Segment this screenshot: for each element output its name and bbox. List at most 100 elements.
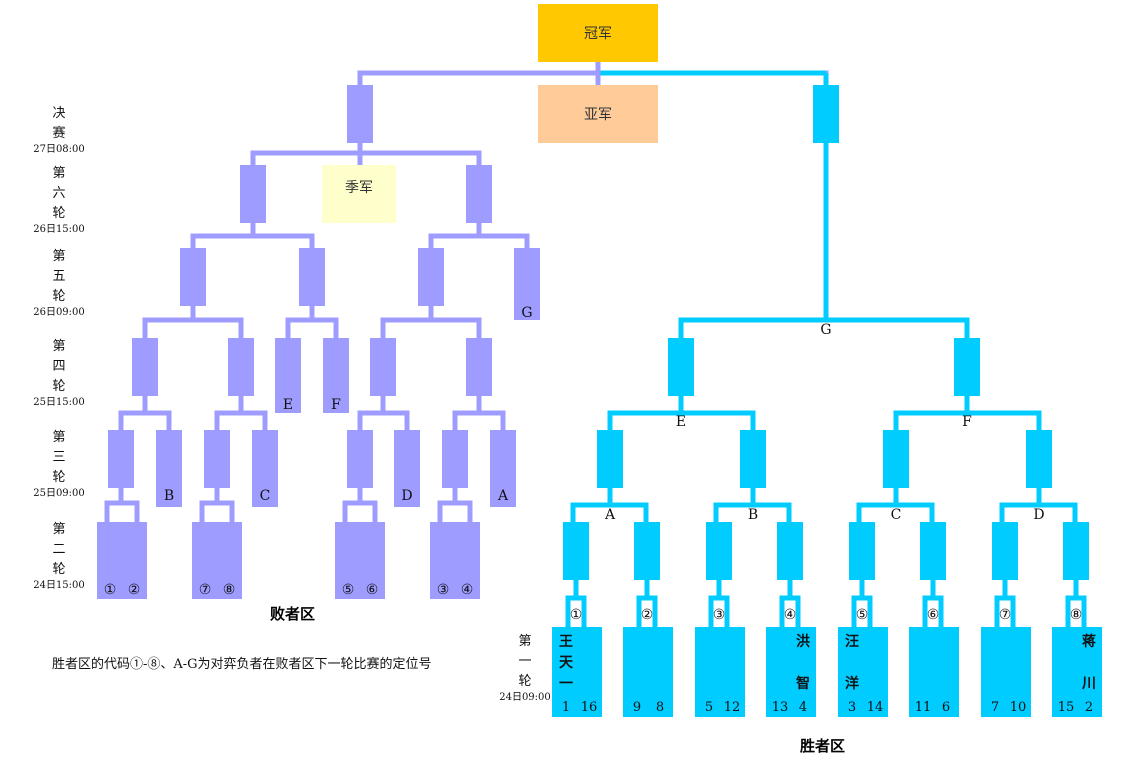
r2-connector-2 xyxy=(199,500,235,522)
loser-tag-E: E xyxy=(283,397,293,413)
loser-r2-seed-7: ③ xyxy=(437,582,450,598)
r2-connector-4 xyxy=(437,500,473,522)
winner-code-7: ⑦ xyxy=(999,607,1012,623)
round-time: 25日15:00 xyxy=(33,397,85,408)
loser-r2-match-4 xyxy=(430,522,480,599)
r2-connector-1 xyxy=(104,500,140,522)
round-time: 25日09:00 xyxy=(33,488,85,499)
champion-box: 冠军 xyxy=(538,4,658,62)
winner-player-name-1: 王 xyxy=(559,634,573,650)
winner-r4-connector xyxy=(678,317,970,350)
loser-r5-match-2 xyxy=(299,248,325,306)
winner-code-5: ⑤ xyxy=(856,607,869,623)
loser-r2-seed-3: ⑦ xyxy=(199,582,212,598)
loser-r3-match-4 xyxy=(442,430,468,488)
winner-r1-seed-a-6: 11 xyxy=(915,700,932,715)
loser-r4-match-2 xyxy=(228,338,254,396)
loser-r5-match-G xyxy=(514,248,540,320)
winner-r1-match-7 xyxy=(981,627,1031,717)
third-place-box: 季军 xyxy=(322,165,396,223)
loser-r3-match-C xyxy=(252,430,278,507)
round-time: 24日15:00 xyxy=(33,580,85,591)
winner-r1-seed-b-2: 8 xyxy=(656,700,664,715)
r5-connector-right xyxy=(428,233,530,265)
loser-r2-seed-2: ② xyxy=(128,582,141,598)
winner-r1-connector-5 xyxy=(851,595,873,627)
winner-r2-match-2 xyxy=(634,522,660,580)
winner-player-name-1: 一 xyxy=(559,676,573,692)
winner-code-6: ⑥ xyxy=(927,607,940,623)
loser-r6-match-1 xyxy=(240,165,266,223)
loser-tag-G: G xyxy=(521,305,532,321)
loser-tag-C: C xyxy=(260,488,271,504)
winner-r1-match-5 xyxy=(838,627,888,717)
loser-r3-match-B xyxy=(156,430,182,507)
round-char: 第 xyxy=(52,522,66,537)
winner-q-connector-2 xyxy=(893,410,1042,440)
winner-r1-seed-a-5: 3 xyxy=(848,700,856,715)
winner-r1-connector-4 xyxy=(779,595,801,627)
loser-r2-match-3 xyxy=(335,522,385,599)
winner-r1-connector-8 xyxy=(1065,595,1087,627)
loser-r4-match-3 xyxy=(370,338,396,396)
winner-tag-G: G xyxy=(820,322,831,338)
round-char: 四 xyxy=(52,359,66,374)
round-time: 26日15:00 xyxy=(33,224,85,235)
round-char: 轮 xyxy=(52,289,66,304)
winner-r1-match-2 xyxy=(623,627,673,717)
winner-r1-match-4 xyxy=(766,627,816,717)
loser-r3-match-A xyxy=(490,430,516,507)
loser-r2-match-1 xyxy=(97,522,147,599)
loser-r4-match-E xyxy=(275,338,301,413)
round-time: 27日08:00 xyxy=(33,144,85,155)
loser-r4-match-1 xyxy=(132,338,158,396)
loser-r2-seed-5: ⑤ xyxy=(342,582,355,598)
r4-connector-3 xyxy=(380,317,482,350)
round-time: 24日09:00 xyxy=(499,692,551,703)
loser-tag-D: D xyxy=(401,488,412,504)
round-char: 赛 xyxy=(52,126,66,141)
winner-quarter-1 xyxy=(597,430,623,488)
loser-r2-seed-1: ① xyxy=(104,582,117,598)
loser-r3-match-1 xyxy=(108,430,134,488)
round-char: 第 xyxy=(52,430,66,445)
winner-r2-connector-1 xyxy=(570,502,649,532)
winner-r1-connector-7 xyxy=(994,595,1016,627)
winner-r2-connector-3 xyxy=(856,502,935,532)
winner-r1-match-6 xyxy=(909,627,959,717)
winner-r1-seed-a-1: 1 xyxy=(562,700,570,715)
loser-r3-match-D xyxy=(394,430,420,507)
winner-r1-connector-1 xyxy=(565,595,587,627)
winner-player-name-4: 智 xyxy=(795,675,810,692)
loser-tag-B: B xyxy=(164,488,174,504)
loser-r4-match-4 xyxy=(466,338,492,396)
round-char: 一 xyxy=(518,654,532,669)
loser-zone-title: 败者区 xyxy=(270,605,316,623)
winner-r1-connector-3 xyxy=(708,595,730,627)
winner-r1-connector-2 xyxy=(636,595,658,627)
winner-player-name-8: 川 xyxy=(1081,676,1096,692)
loser-r5-match-3 xyxy=(418,248,444,306)
round-char: 轮 xyxy=(52,206,66,221)
winner-quarter-3 xyxy=(883,430,909,488)
champion-label: 冠军 xyxy=(584,26,612,42)
winner-r2-match-7 xyxy=(992,522,1018,580)
winner-r1-seed-a-2: 9 xyxy=(633,700,641,715)
loser-r6-match-2 xyxy=(466,165,492,223)
runner-up-box: 亚军 xyxy=(538,85,658,143)
round-char: 轮 xyxy=(52,379,66,394)
loser-r3-match-3 xyxy=(347,430,373,488)
winner-tag-A: A xyxy=(604,507,616,523)
winner-code-3: ③ xyxy=(713,607,726,623)
loser-r2-seed-4: ⑧ xyxy=(223,582,236,598)
loser-r2-match-2 xyxy=(192,522,242,599)
bracket-note: 胜者区的代码①-⑧、A-G为对弈负者在败者区下一轮比赛的定位号 xyxy=(52,657,432,672)
round-char: 第 xyxy=(52,166,66,181)
winner-final-match xyxy=(813,85,839,143)
winner-r1-connector-6 xyxy=(922,595,944,627)
